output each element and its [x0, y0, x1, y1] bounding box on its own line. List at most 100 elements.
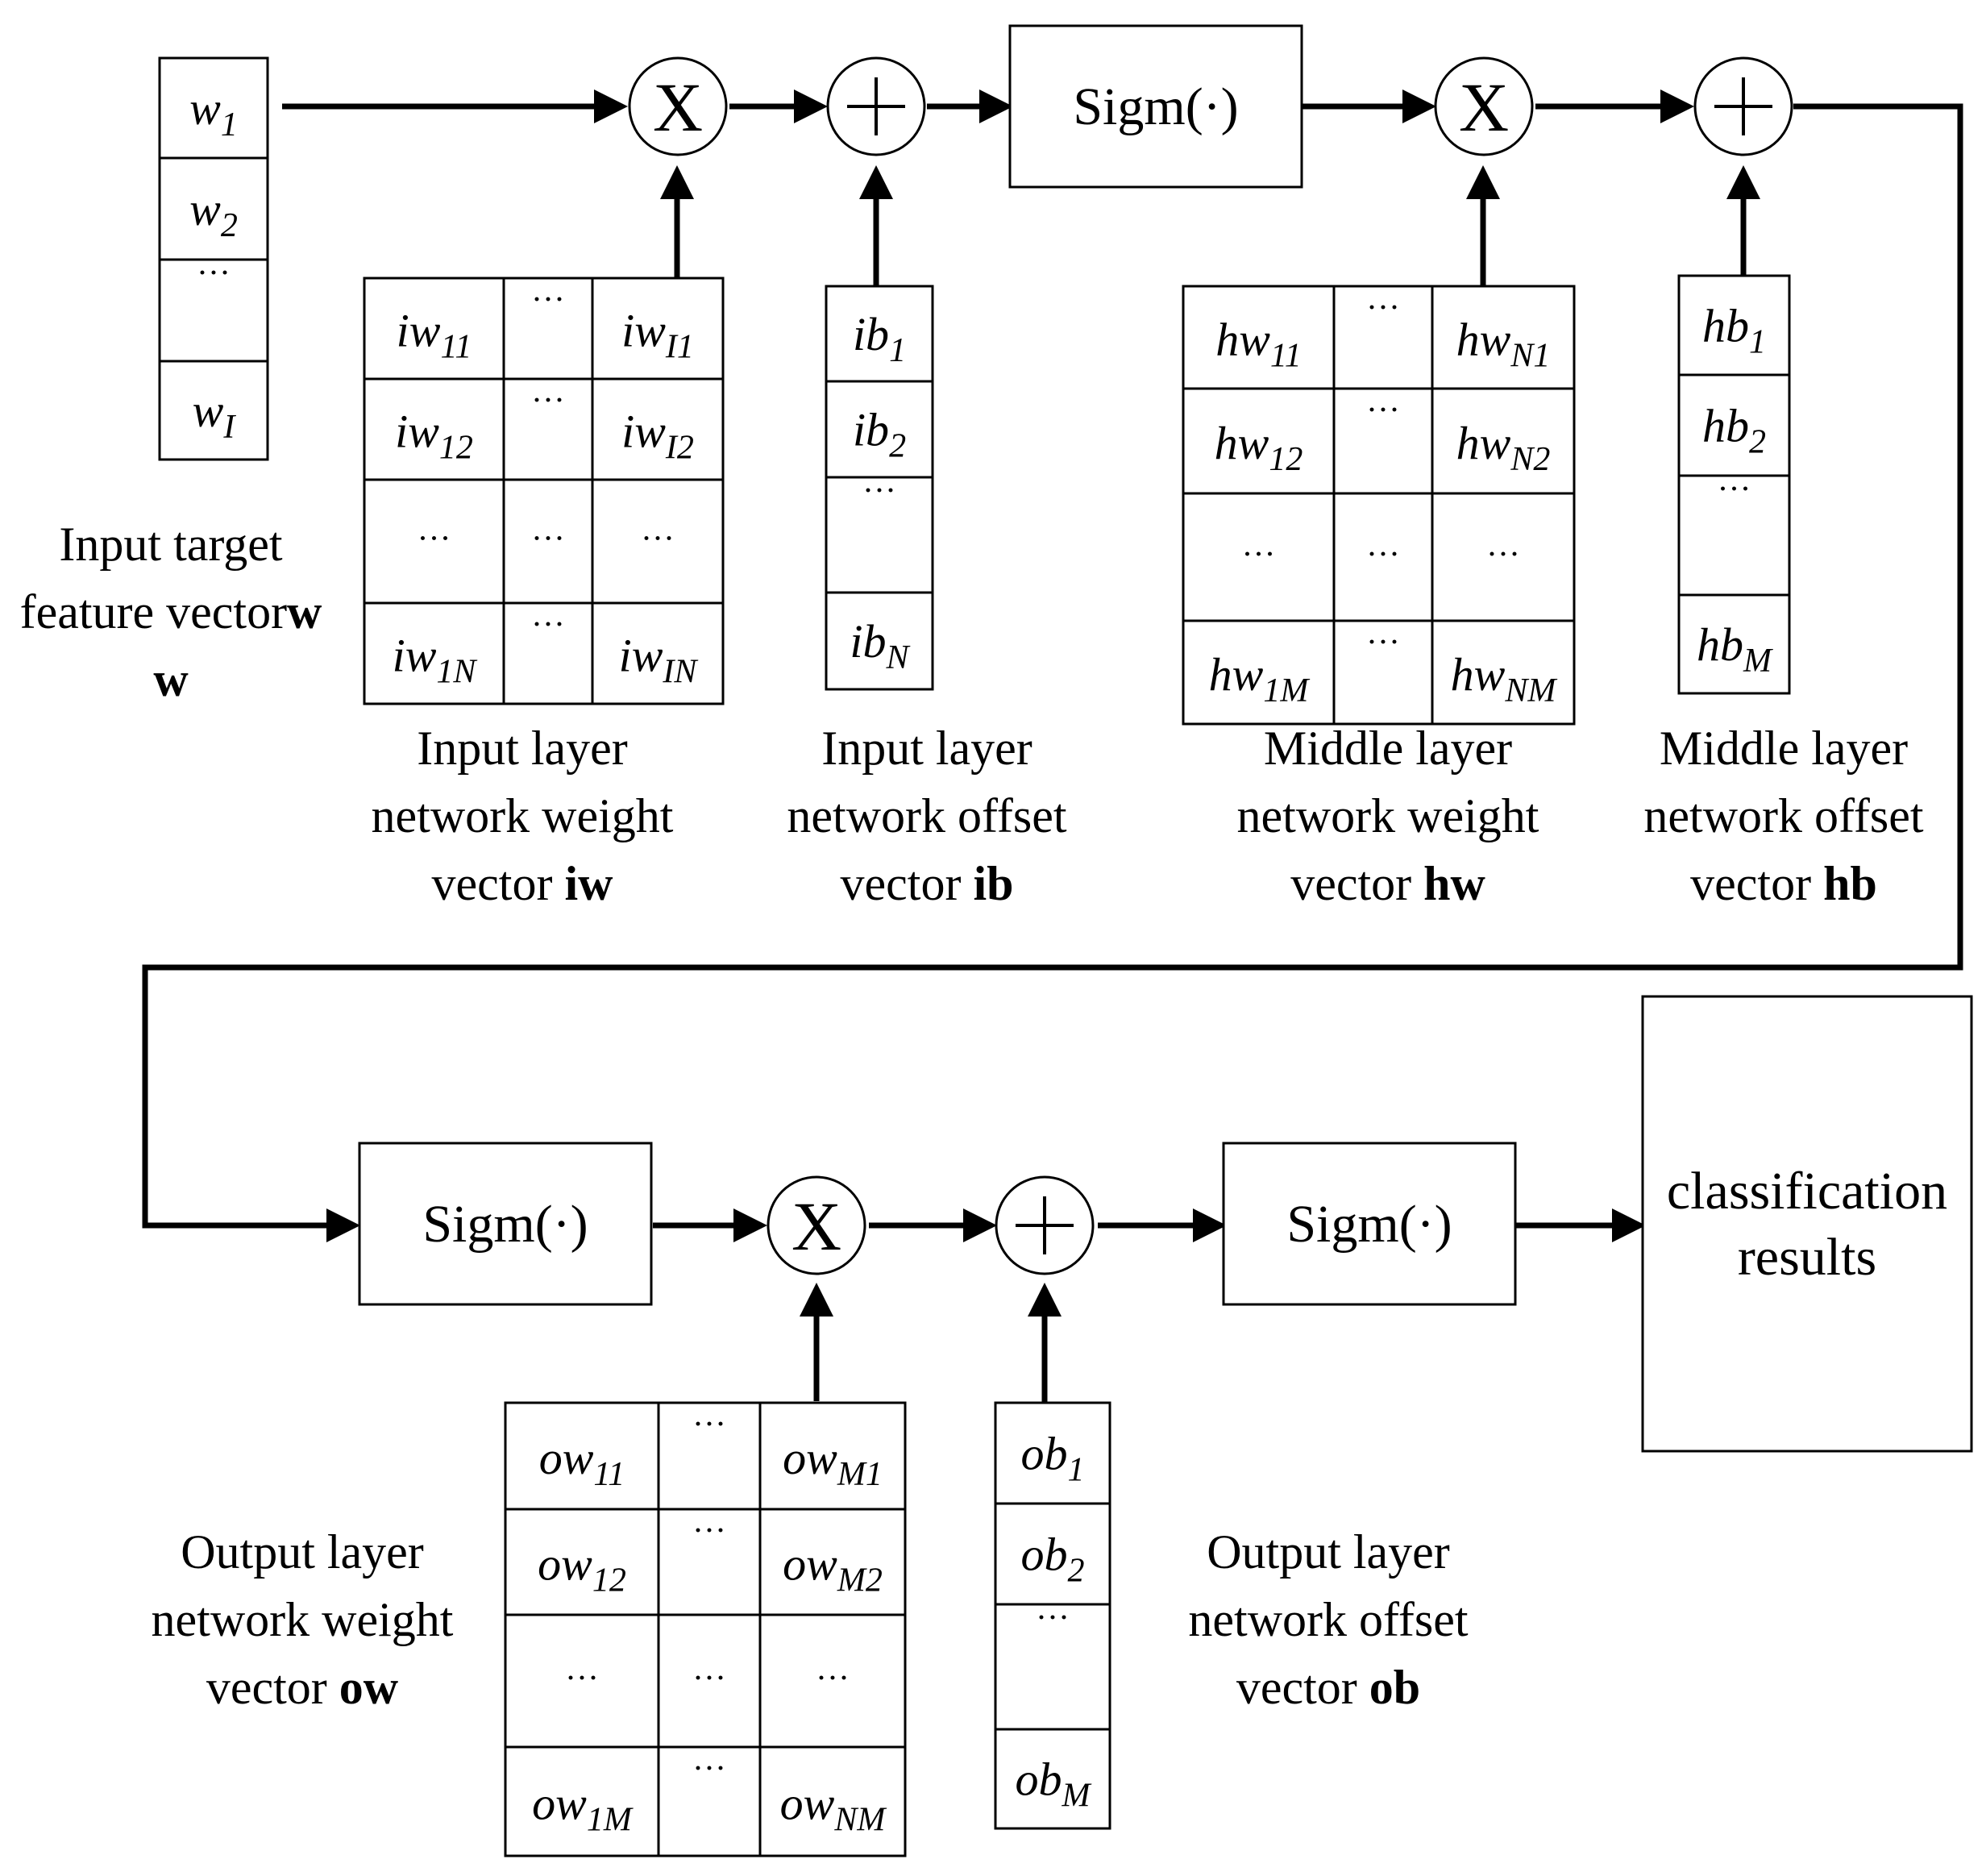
ib-entry: ib2 [853, 404, 906, 465]
sigm-box-3-label: Sigm(·) [1286, 1195, 1452, 1254]
result-box-frame [1641, 995, 1973, 1453]
w-caption-line: feature vectorw [20, 585, 322, 639]
hb-caption-line: vector hb [1690, 857, 1877, 910]
ow-entry: ow11 [539, 1432, 625, 1493]
iw-ellipsis: ··· [531, 281, 565, 318]
ow-ellipsis: ··· [692, 1512, 726, 1549]
add-op-input [826, 56, 926, 156]
w-entry: w1 [189, 82, 238, 144]
ow-caption-line: vector ow [206, 1661, 399, 1714]
iw-matrix: iw11···iwI1iw12···iwI2·········iw1N···iw… [363, 277, 725, 705]
hw-ellipsis: ··· [1366, 392, 1400, 429]
iw-caption-line: network weight [372, 789, 674, 842]
multiply-op-input-circle [628, 56, 728, 156]
ow-entry: owNM [780, 1778, 887, 1839]
w-caption-line: Input target [59, 518, 282, 571]
ow-entry: ow12 [538, 1538, 626, 1599]
multiply-op-middle: X [1434, 56, 1534, 156]
hb-ellipsis: ··· [1718, 471, 1751, 508]
iw-entry: iw1N [393, 630, 478, 691]
sigm-box-2: Sigm(·) [358, 1142, 653, 1306]
ob-cell [994, 1603, 1111, 1731]
iw-caption-line: Input layer [417, 722, 628, 775]
w-entry: wI [193, 385, 237, 446]
sigm-box-3-frame [1222, 1142, 1517, 1306]
iw-ellipsis: ··· [531, 521, 565, 558]
ib-ellipsis: ··· [862, 472, 896, 510]
ob-entry: obM [1016, 1753, 1092, 1815]
add-op-output [995, 1175, 1095, 1275]
hw-ellipsis: ··· [1486, 536, 1520, 573]
ob-caption-line: Output layer [1207, 1525, 1450, 1579]
hb-cell [1677, 373, 1791, 477]
hw-caption-line: network weight [1237, 789, 1539, 842]
hw-entry: hwNM [1451, 648, 1558, 709]
ib-entry: ibN [850, 615, 910, 676]
hw-entry: hwN1 [1456, 314, 1551, 375]
hw-frame [1182, 285, 1576, 726]
ow-ellipsis: ··· [816, 1660, 850, 1697]
ob-ellipsis: ··· [1036, 1599, 1070, 1637]
hw-ellipsis: ··· [1366, 289, 1400, 327]
hb-caption-line: Middle layer [1660, 722, 1908, 775]
ow-caption-line: network weight [152, 1593, 454, 1646]
sigm-box-2-label: Sigm(·) [422, 1195, 588, 1254]
iw-frame [363, 277, 725, 705]
ow-ellipsis: ··· [692, 1750, 726, 1787]
w-symbol: w [153, 653, 189, 706]
ib-cell [825, 380, 934, 479]
ow-entry: owM1 [783, 1432, 883, 1493]
hb-entry: hbM [1697, 618, 1773, 680]
ob-caption-line: vector ob [1236, 1661, 1420, 1714]
ib-cell [825, 285, 934, 383]
hw-entry: hwN2 [1456, 417, 1551, 478]
ib-caption-line: vector ib [841, 857, 1014, 910]
multiply-op-output-symbol: X [791, 1188, 841, 1265]
add-op-middle [1693, 56, 1793, 156]
w-cell [158, 56, 269, 160]
ow-entry: ow1M [532, 1778, 634, 1839]
iw-entry: iw12 [395, 406, 473, 467]
ob-entry: ob2 [1021, 1529, 1085, 1590]
multiply-op-input: X [628, 56, 728, 156]
sigm-box-2-frame [358, 1142, 653, 1306]
multiply-op-middle-symbol: X [1459, 69, 1509, 146]
multiply-op-middle-circle [1434, 56, 1534, 156]
multiply-op-input-symbol: X [653, 69, 703, 146]
iw-ellipsis: ··· [641, 521, 675, 558]
iw-ellipsis: ··· [418, 521, 451, 558]
ob-caption-line: network offset [1188, 1593, 1468, 1646]
hb-entry: hb2 [1702, 400, 1766, 461]
ow-ellipsis: ··· [565, 1660, 599, 1697]
connectors [142, 89, 1963, 1403]
ib-entry: ib1 [853, 308, 906, 369]
iw-entry: iwI1 [621, 305, 694, 366]
ib-cell [825, 591, 934, 691]
ob-entry: ob1 [1021, 1428, 1085, 1489]
multiply-op-output: X [767, 1175, 866, 1275]
ow-caption-line: Output layer [181, 1525, 424, 1579]
multiply-op-output-circle [767, 1175, 866, 1275]
hb-cell [1677, 474, 1791, 597]
iw-ellipsis: ··· [531, 382, 565, 419]
hb-cell [1677, 274, 1791, 376]
hw-ellipsis: ··· [1366, 624, 1400, 661]
hb-entry: hb1 [1702, 300, 1766, 361]
wire-add2-to-sigm2 [142, 103, 1963, 1242]
ow-ellipsis: ··· [692, 1660, 726, 1697]
ow-frame [504, 1401, 907, 1857]
ow-entry: owM2 [783, 1538, 883, 1599]
result-box-label: results [1738, 1228, 1876, 1287]
hw-entry: hw11 [1215, 314, 1302, 375]
ib-caption-line: network offset [787, 789, 1066, 842]
hw-ellipsis: ··· [1242, 536, 1276, 573]
w-cell [158, 156, 269, 261]
iw-caption-line: vector iw [432, 857, 614, 910]
w-cell [158, 360, 269, 461]
hw-caption-line: Middle layer [1264, 722, 1512, 775]
sigm-box-1-label: Sigm(·) [1073, 77, 1238, 136]
